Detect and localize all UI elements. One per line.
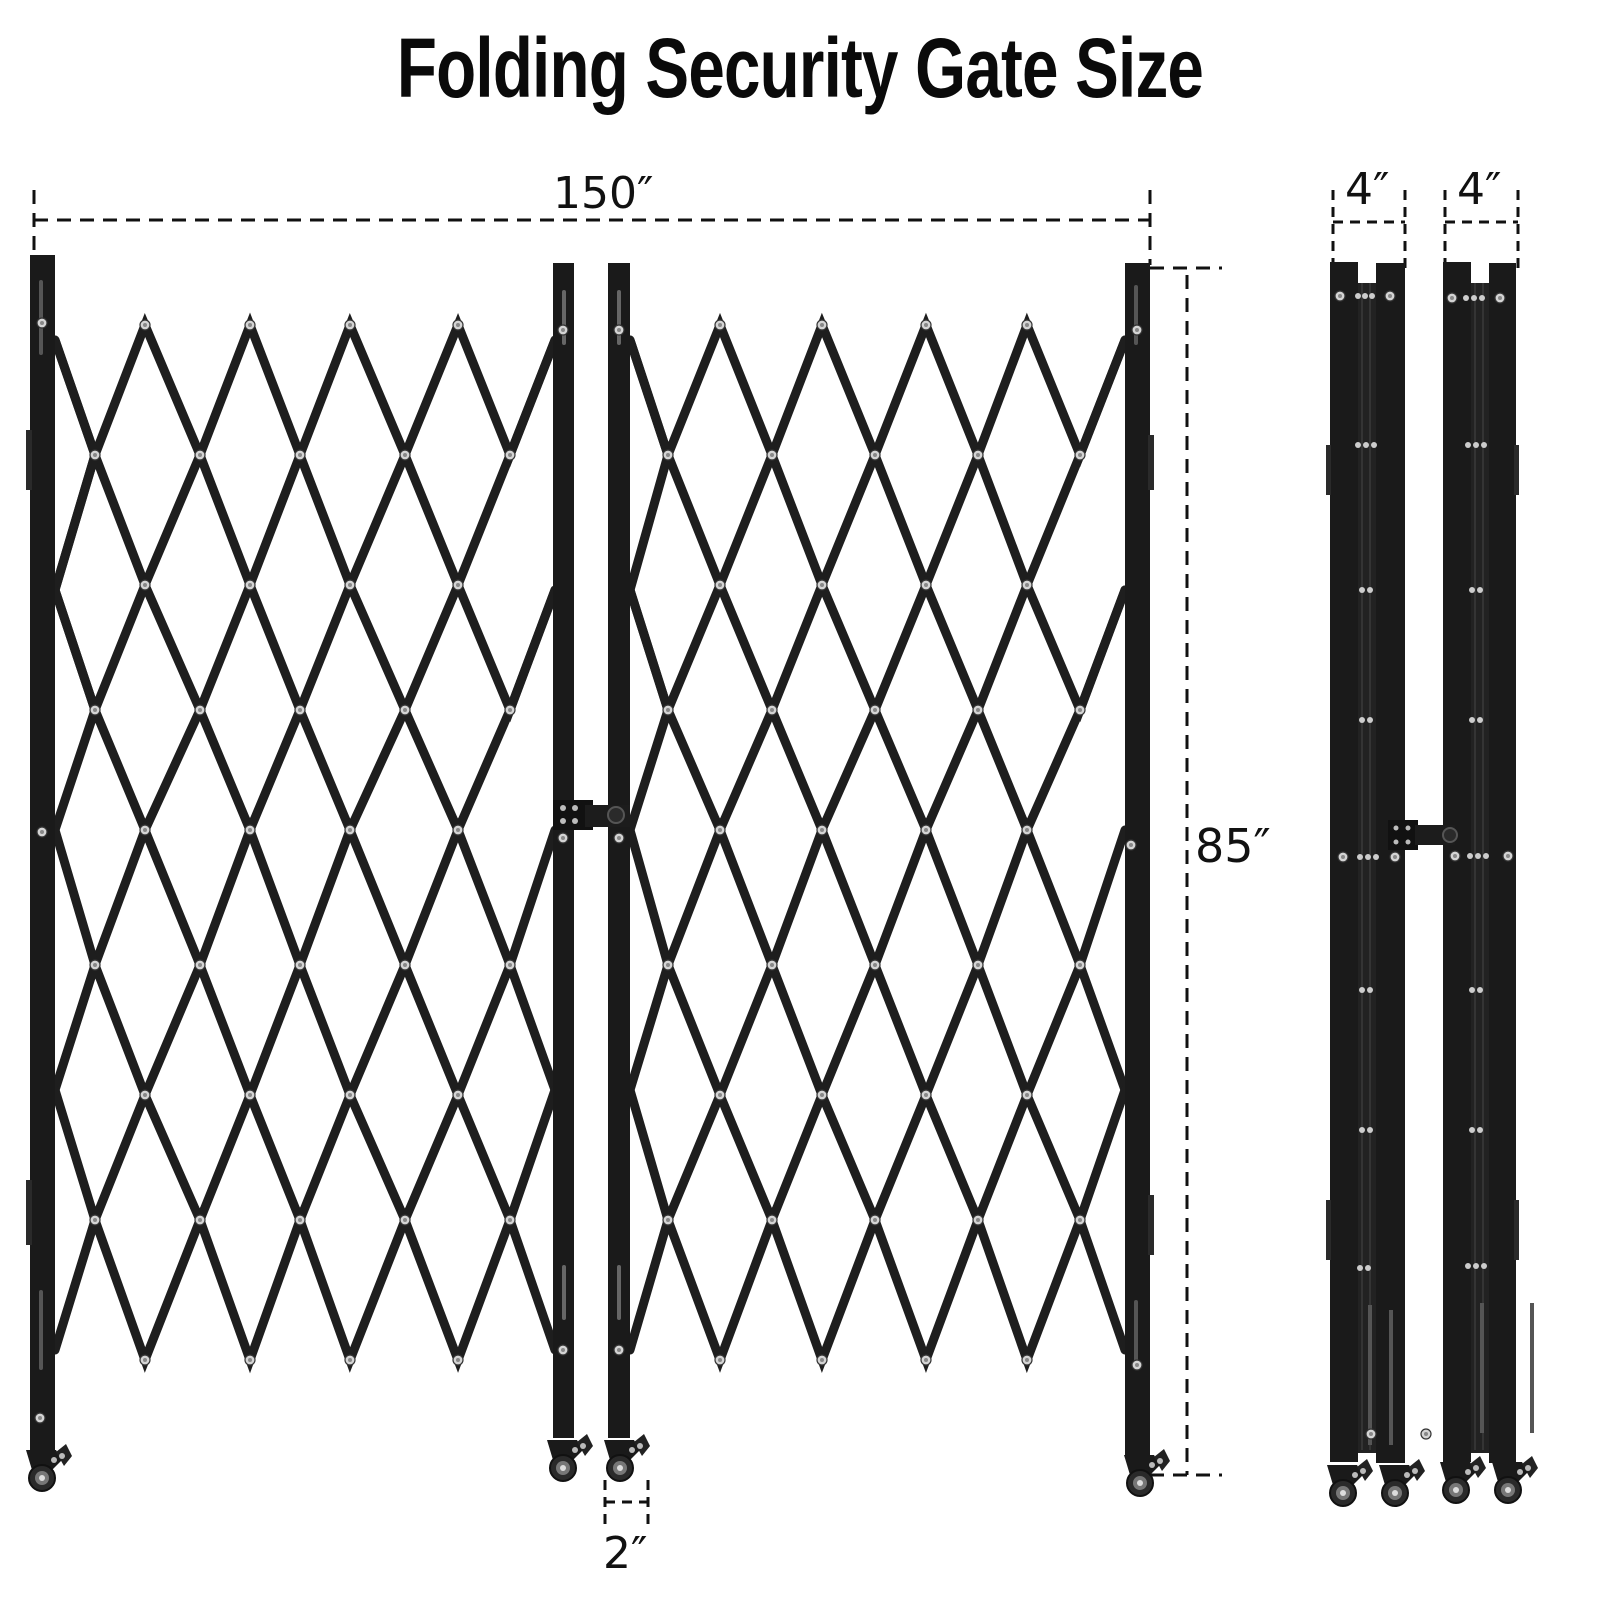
height-label: 85″ bbox=[1195, 819, 1271, 873]
folded-gate-left bbox=[1326, 262, 1432, 1507]
left-inner-post bbox=[553, 263, 574, 1438]
latch-hasp bbox=[553, 800, 630, 830]
diagram-title: Folding Security Gate Size bbox=[396, 21, 1204, 115]
right-inner-post bbox=[608, 263, 630, 1438]
left-lattice bbox=[50, 312, 560, 1374]
left-outer-post bbox=[30, 255, 55, 1450]
caster-wheel bbox=[603, 1433, 651, 1482]
left-panel-bolts bbox=[34, 317, 569, 1424]
caster-wheel bbox=[1123, 1448, 1171, 1497]
gap-dimension bbox=[603, 1480, 650, 1527]
folded-depth-dimension-right bbox=[1443, 190, 1520, 270]
folded-depth-dimension-left bbox=[1331, 190, 1407, 270]
folded-gate-right bbox=[1439, 262, 1539, 1504]
folded-depth-left-label: 4″ bbox=[1345, 164, 1390, 215]
folded-latch-hasp bbox=[1388, 820, 1458, 850]
folded-depth-right-label: 4″ bbox=[1457, 164, 1502, 215]
width-dimension bbox=[32, 190, 1152, 265]
right-gate-panel bbox=[603, 263, 1171, 1497]
right-lattice bbox=[625, 312, 1130, 1374]
height-dimension bbox=[1150, 266, 1222, 1477]
gap-label: 2″ bbox=[603, 1528, 648, 1579]
left-gate-panel bbox=[25, 255, 594, 1492]
width-label: 150″ bbox=[553, 168, 654, 219]
right-outer-post bbox=[1125, 263, 1150, 1455]
caster-wheel bbox=[546, 1433, 594, 1482]
caster-wheel bbox=[25, 1443, 73, 1492]
